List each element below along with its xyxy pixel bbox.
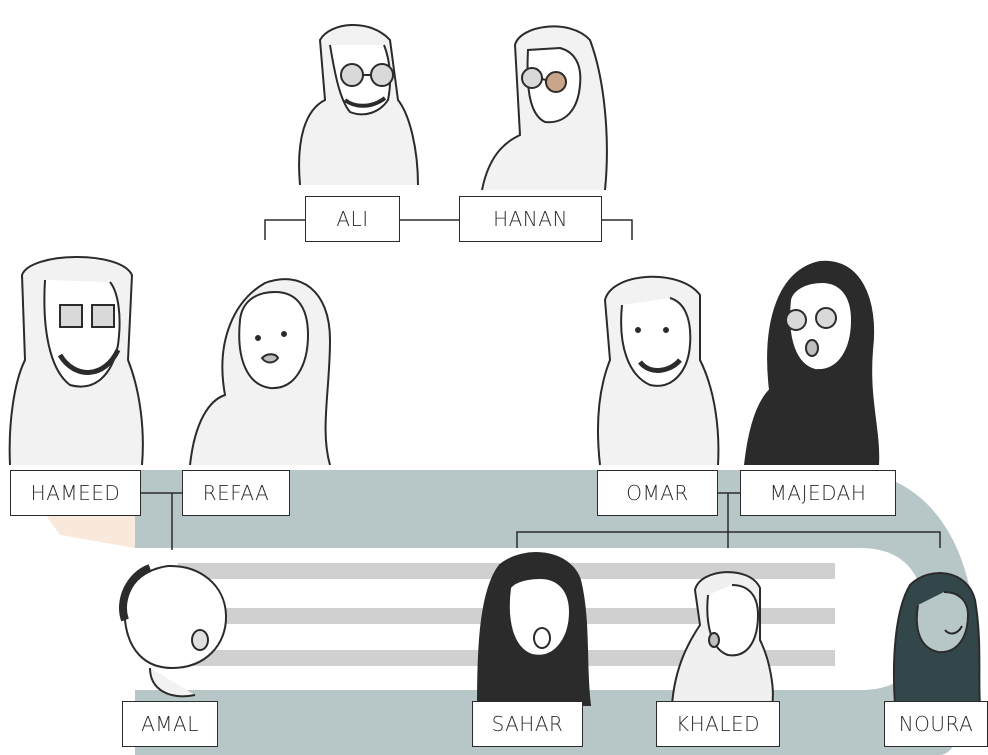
- khaled-portrait-icon: [671, 571, 774, 706]
- name-label-khaled: KHALED: [656, 701, 780, 747]
- ali-portrait-icon: [298, 24, 419, 186]
- hameed-portrait-icon: [8, 256, 144, 466]
- name-label-majedah: MAJEDAH: [740, 470, 896, 516]
- amal-portrait-icon: [119, 564, 228, 698]
- omar-portrait-icon: [597, 275, 720, 466]
- majedah-portrait-icon: [744, 260, 880, 466]
- name-label-refaa: REFAA: [182, 470, 290, 516]
- name-label-sahar: SAHAR: [472, 701, 583, 747]
- name-label-noura: NOURA: [884, 701, 988, 747]
- noura-portrait-icon: [892, 572, 982, 706]
- name-label-omar: OMAR: [597, 470, 718, 516]
- name-label-hameed: HAMEED: [10, 470, 141, 516]
- hanan-portrait-icon: [481, 25, 608, 191]
- tree-connectors: [140, 219, 941, 550]
- name-label-amal: AMAL: [122, 701, 218, 747]
- name-label-hanan: HANAN: [459, 196, 602, 242]
- sahar-portrait-icon: [476, 552, 592, 706]
- refaa-portrait-icon: [189, 278, 332, 466]
- name-label-ali: ALI: [305, 196, 400, 242]
